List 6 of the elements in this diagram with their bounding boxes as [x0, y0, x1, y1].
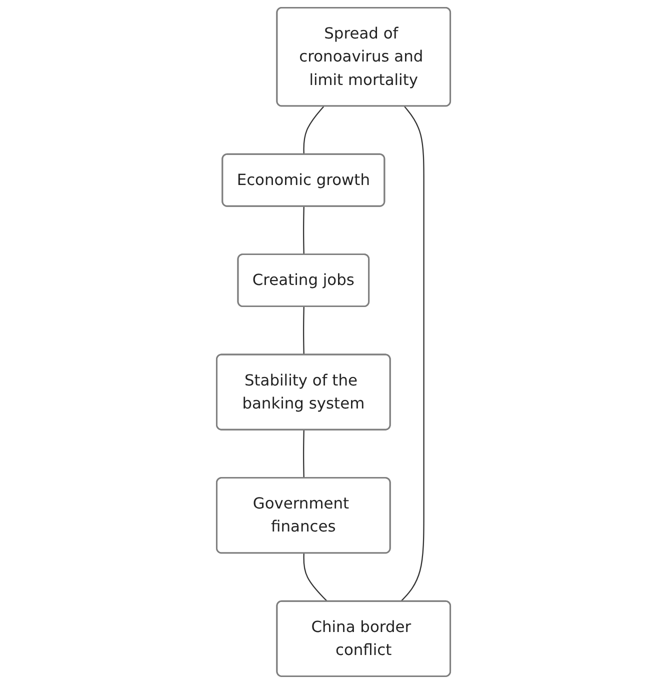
connector	[304, 106, 325, 155]
connector	[304, 553, 328, 602]
connector	[303, 430, 305, 478]
connector	[303, 306, 305, 356]
connector	[303, 206, 305, 255]
connector	[400, 106, 425, 602]
